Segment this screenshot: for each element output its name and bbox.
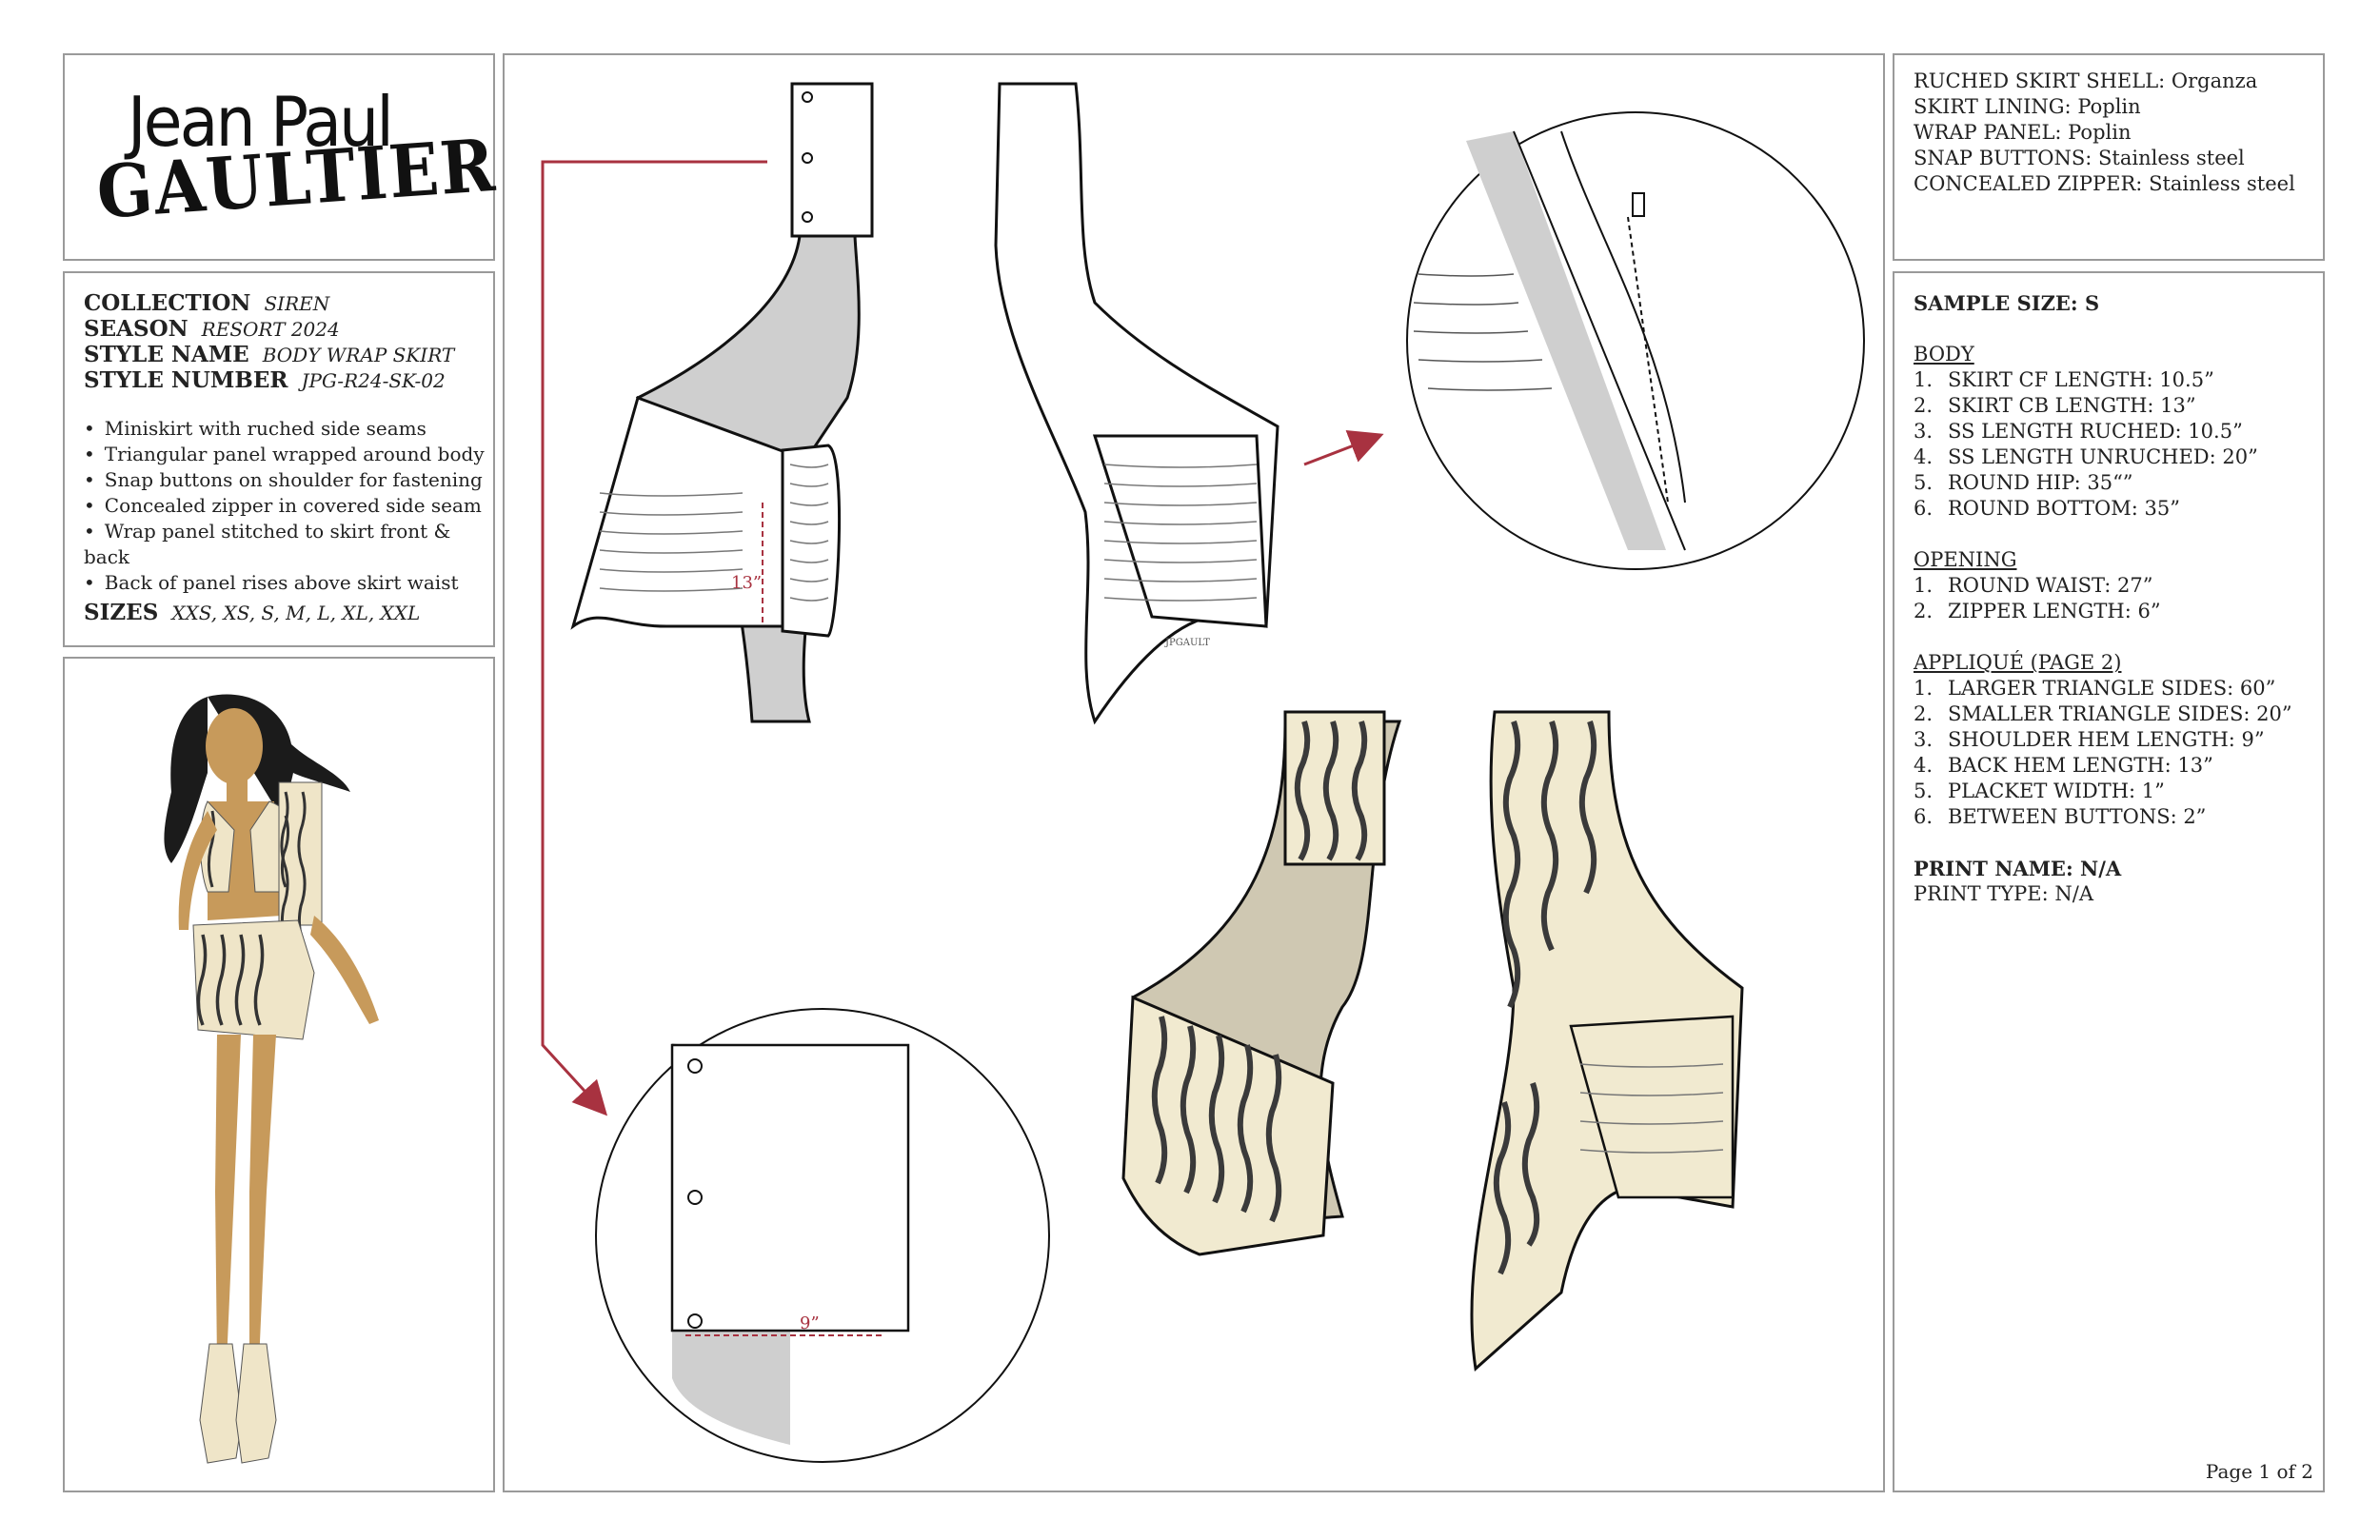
collection-row: COLLECTION SIREN: [84, 290, 329, 316]
technical-drawing-panel: 13” JPGAULT: [503, 53, 1885, 1492]
spec-item: 6.BETWEEN BUTTONS: 2”: [1914, 805, 2207, 828]
spec-item: 2.ZIPPER LENGTH: 6”: [1914, 600, 2161, 622]
material-label: WRAP PANEL:: [1914, 121, 2062, 144]
detail-callout-arrow: [541, 160, 767, 1116]
spec-item: 6.ROUND BOTTOM: 35”: [1914, 497, 2180, 520]
material-value: Stainless steel: [2098, 147, 2245, 169]
feature-item: Triangular panel wrapped around body: [84, 442, 493, 467]
measure-back-hem: 13”: [731, 573, 762, 593]
measurement-specs-panel: SAMPLE SIZE: S BODY 1.SKIRT CF LENGTH: 1…: [1893, 271, 2325, 1492]
materials-panel: RUCHED SKIRT SHELL: Organza SKIRT LINING…: [1893, 53, 2325, 261]
garment-label-tag: JPGAULT: [1164, 638, 1210, 648]
material-value: Poplin: [2077, 95, 2141, 118]
collection-label: COLLECTION: [84, 290, 251, 316]
season-label: SEASON: [84, 316, 188, 342]
spec-item: 3.SHOULDER HEM LENGTH: 9”: [1914, 728, 2265, 751]
material-value: Organza: [2171, 69, 2258, 92]
front-flat-sketch: 13”: [570, 82, 874, 723]
applique-heading: APPLIQUÉ (PAGE 2): [1914, 651, 2122, 674]
fashion-illustration-panel: [63, 657, 495, 1492]
feature-item: Concealed zipper in covered side seam: [84, 493, 493, 519]
spec-item: 4.SS LENGTH UNRUCHED: 20”: [1914, 445, 2258, 468]
spec-item: 5.ROUND HIP: 35“”: [1914, 471, 2133, 494]
brand-logo-line1: Jean Paul: [128, 82, 394, 162]
material-row: SNAP BUTTONS: Stainless steel: [1914, 146, 2295, 171]
flat-sketch-canvas: 13” JPGAULT: [541, 82, 1865, 1463]
sample-size: SAMPLE SIZE: S: [1914, 291, 2100, 315]
style-number-row: STYLE NUMBER JPG-R24-SK-02: [84, 367, 446, 393]
style-name-row: STYLE NAME BODY WRAP SKIRT: [84, 342, 454, 367]
feature-item: Back of panel rises above skirt waist: [84, 570, 493, 596]
spec-item: 4.BACK HEM LENGTH: 13”: [1914, 754, 2213, 777]
material-label: SKIRT LINING:: [1914, 95, 2072, 118]
sizes-row: SIZES XXS, XS, S, M, L, XL, XXL: [84, 600, 420, 625]
material-row: RUCHED SKIRT SHELL: Organza: [1914, 69, 2295, 94]
body-spec-section: BODY 1.SKIRT CF LENGTH: 10.5” 2.SKIRT CB…: [1914, 342, 2258, 522]
zipper-detail-callout: [1303, 111, 1865, 570]
logo-panel: Jean Paul GAULTIER: [63, 53, 499, 261]
feature-list: Miniskirt with ruched side seams Triangu…: [84, 416, 493, 596]
printed-back-sketch: [1470, 710, 1744, 1372]
shoulder-snap-detail-callout: 9”: [595, 1008, 1050, 1463]
material-label: SNAP BUTTONS:: [1914, 147, 2092, 169]
style-number-value: JPG-R24-SK-02: [301, 369, 446, 392]
spec-item: 1.LARGER TRIANGLE SIDES: 60”: [1914, 677, 2276, 700]
collection-value: SIREN: [264, 292, 330, 315]
print-spec-section: PRINT NAME: N/A PRINT TYPE: N/A: [1914, 856, 2121, 907]
material-row: SKIRT LINING: Poplin: [1914, 94, 2295, 120]
material-row: CONCEALED ZIPPER: Stainless steel: [1914, 171, 2295, 197]
season-row: SEASON RESORT 2024: [84, 316, 340, 342]
feature-item: Snap buttons on shoulder for fastening: [84, 467, 493, 493]
opening-heading: OPENING: [1914, 548, 2017, 571]
spec-item: 2.SKIRT CB LENGTH: 13”: [1914, 394, 2196, 417]
feature-item: Miniskirt with ruched side seams: [84, 416, 493, 442]
printed-front-sketch: [1121, 710, 1402, 1256]
material-value: Stainless steel: [2149, 172, 2295, 195]
print-type: PRINT TYPE: N/A: [1914, 882, 2093, 905]
sizes-value: XXS, XS, S, M, L, XL, XXL: [171, 602, 421, 624]
style-number-label: STYLE NUMBER: [84, 367, 288, 393]
style-name-value: BODY WRAP SKIRT: [262, 344, 455, 366]
spec-item: 1.ROUND WAIST: 27”: [1914, 574, 2153, 597]
model-illustration: [164, 694, 379, 1464]
spec-item: 2.SMALLER TRIANGLE SIDES: 20”: [1914, 702, 2292, 725]
opening-spec-section: OPENING 1.ROUND WAIST: 27” 2.ZIPPER LENG…: [1914, 547, 2161, 624]
material-label: RUCHED SKIRT SHELL:: [1914, 69, 2166, 92]
measure-shoulder-hem: 9”: [800, 1313, 820, 1333]
material-value: Poplin: [2068, 121, 2132, 144]
applique-spec-section: APPLIQUÉ (PAGE 2) 1.LARGER TRIANGLE SIDE…: [1914, 650, 2292, 830]
season-value: RESORT 2024: [201, 318, 340, 341]
feature-item: Wrap panel stitched to skirt front & bac…: [84, 519, 493, 570]
spec-item: 1.SKIRT CF LENGTH: 10.5”: [1914, 368, 2214, 391]
back-flat-sketch: JPGAULT: [994, 82, 1279, 725]
spec-item: 5.PLACKET WIDTH: 1”: [1914, 780, 2165, 802]
material-row: WRAP PANEL: Poplin: [1914, 120, 2295, 146]
style-info-panel: COLLECTION SIREN SEASON RESORT 2024 STYLE …: [63, 271, 495, 647]
sizes-label: SIZES: [84, 600, 159, 625]
body-heading: BODY: [1914, 343, 1974, 365]
materials-list: RUCHED SKIRT SHELL: Organza SKIRT LINING…: [1914, 69, 2295, 197]
print-name: PRINT NAME: N/A: [1914, 857, 2122, 880]
page-number: Page 1 of 2: [2205, 1460, 2313, 1483]
material-label: CONCEALED ZIPPER:: [1914, 172, 2143, 195]
spec-item: 3.SS LENGTH RUCHED: 10.5”: [1914, 420, 2243, 443]
style-name-label: STYLE NAME: [84, 342, 249, 367]
